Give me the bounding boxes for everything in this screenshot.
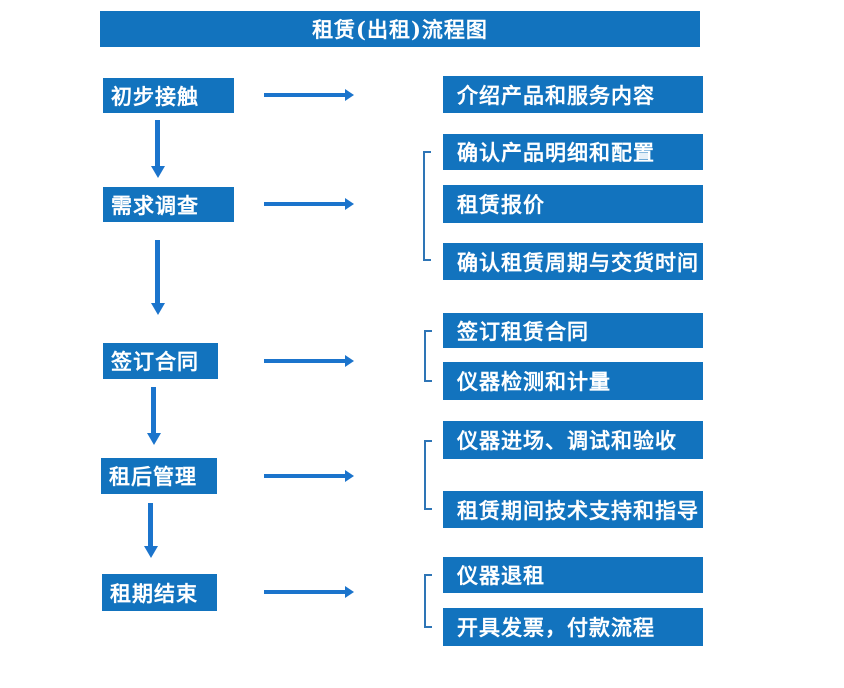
- arrow-right-icon: [264, 89, 354, 101]
- stage-box-post-rental-management: 租后管理: [101, 458, 217, 494]
- arrow-line: [151, 387, 156, 433]
- arrow-right-icon: [264, 198, 354, 210]
- arrow-right-icon: [264, 586, 354, 598]
- output-box-sign-rental-contract: 签订租赁合同: [443, 313, 703, 348]
- output-box-introduce-products: 介绍产品和服务内容: [443, 76, 703, 113]
- arrow-line: [148, 503, 153, 546]
- stage-box-sign-contract: 签订合同: [103, 343, 218, 379]
- group-bracket: [423, 151, 431, 261]
- output-box-tech-support: 租赁期间技术支持和指导: [443, 491, 703, 528]
- stage-box-initial-contact: 初步接触: [103, 78, 234, 113]
- arrow-line: [264, 590, 345, 594]
- output-box-invoice-payment: 开具发票，付款流程: [443, 608, 703, 646]
- output-box-confirm-product-details: 确认产品明细和配置: [443, 134, 703, 170]
- arrow-down-icon: [144, 503, 158, 558]
- arrow-head: [151, 303, 165, 315]
- arrow-head: [345, 470, 354, 482]
- arrow-right-icon: [264, 355, 354, 367]
- arrow-head: [345, 586, 354, 598]
- flowchart-title: 租赁(出租)流程图: [100, 11, 700, 47]
- arrow-head: [144, 546, 158, 558]
- group-bracket: [424, 330, 432, 382]
- stage-box-demand-survey: 需求调查: [103, 187, 234, 222]
- output-box-rental-quote: 租赁报价: [443, 185, 703, 223]
- arrow-line: [264, 474, 345, 478]
- arrow-head: [147, 433, 161, 445]
- arrow-head: [345, 355, 354, 367]
- arrow-line: [155, 240, 160, 303]
- group-bracket: [424, 440, 432, 510]
- arrow-down-icon: [151, 120, 165, 178]
- arrow-head: [345, 198, 354, 210]
- arrow-down-icon: [147, 387, 161, 445]
- output-box-instrument-setup-acceptance: 仪器进场、调试和验收: [443, 421, 703, 459]
- arrow-line: [155, 120, 160, 166]
- arrow-head: [345, 89, 354, 101]
- arrow-down-icon: [151, 240, 165, 315]
- output-box-instrument-testing: 仪器检测和计量: [443, 362, 703, 400]
- arrow-head: [151, 166, 165, 178]
- arrow-line: [264, 202, 345, 206]
- output-box-confirm-rental-period: 确认租赁周期与交货时间: [443, 243, 703, 280]
- group-bracket: [424, 574, 432, 628]
- arrow-line: [264, 359, 345, 363]
- stage-box-lease-end: 租期结束: [102, 574, 217, 611]
- arrow-right-icon: [264, 470, 354, 482]
- output-box-instrument-return: 仪器退租: [443, 557, 703, 593]
- arrow-line: [264, 93, 345, 97]
